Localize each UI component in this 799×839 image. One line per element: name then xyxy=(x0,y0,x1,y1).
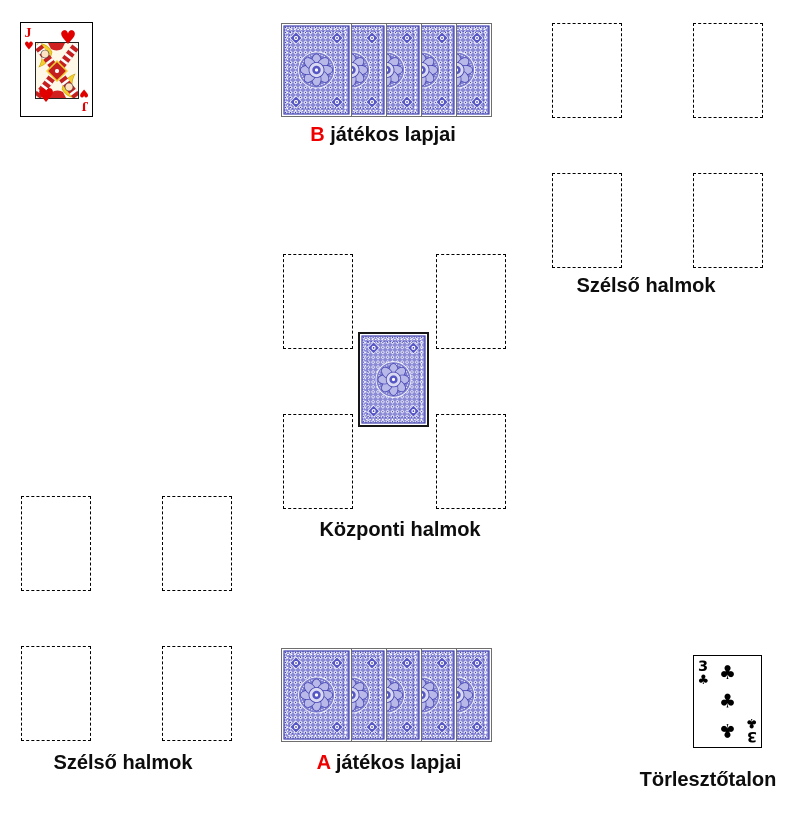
card-three-of-clubs[interactable]: 3 ♣ ♣ ♣ ♣ 3 ♣ xyxy=(693,655,762,748)
three-of-clubs-art: 3 ♣ ♣ ♣ ♣ 3 ♣ xyxy=(698,659,758,744)
player-b-hand[interactable] xyxy=(281,23,493,119)
talon-suit-bottom-right: ♣ xyxy=(746,715,758,730)
central-stock-card-back[interactable] xyxy=(358,332,429,427)
talon-index-bottom-right: 3 ♣ xyxy=(746,715,758,744)
player-a-hand-label: A játékos lapjai xyxy=(289,752,489,775)
talon-suit-top-left: ♣ xyxy=(698,673,710,688)
edge-pile-slot[interactable] xyxy=(552,173,622,268)
central-pile-slot[interactable] xyxy=(283,414,353,509)
player-b-hand-label: B játékos lapjai xyxy=(283,124,483,147)
central-piles-label: Központi halmok xyxy=(319,519,481,541)
player-a-hand[interactable] xyxy=(281,648,493,744)
player-b-letter: B xyxy=(310,124,325,146)
card-jack-of-hearts[interactable]: J ♥ ♥ ♥ J ♥ xyxy=(20,22,93,117)
edge-piles-top-right-label: Szélső halmok xyxy=(576,275,716,297)
jack-suit-bottom-right: ♥ xyxy=(79,87,89,100)
club-pip-top: ♣ xyxy=(719,662,736,684)
card-back[interactable] xyxy=(281,648,352,742)
player-b-label-text: játékos lapjai xyxy=(324,124,456,146)
jack-rank-top-left: J xyxy=(25,26,32,41)
edge-pile-slot[interactable] xyxy=(693,173,763,268)
jack-of-hearts-art: J ♥ ♥ ♥ J ♥ xyxy=(24,26,89,114)
jack-suit-top-right: ♥ xyxy=(59,27,76,49)
talon-label: Törlesztőtalon xyxy=(639,769,777,791)
card-back-pattern xyxy=(361,335,426,424)
jack-suit-bottom-left: ♥ xyxy=(37,85,54,107)
edge-pile-slot[interactable] xyxy=(552,23,622,118)
talon-rank-top-left: 3 xyxy=(698,659,708,675)
jack-rank-bottom-right: J xyxy=(82,98,89,113)
player-a-letter: A xyxy=(316,752,331,774)
jack-index-bottom-right: J ♥ xyxy=(79,87,89,114)
edge-pile-slot[interactable] xyxy=(21,646,91,741)
player-a-label-text: játékos lapjai xyxy=(330,752,462,774)
jack-suit-top-left: ♥ xyxy=(24,40,34,53)
club-pip-middle: ♣ xyxy=(719,691,736,713)
central-pile-slot[interactable] xyxy=(283,254,353,349)
club-pip-bottom-inverted: ♣ xyxy=(719,719,736,741)
edge-pile-slot[interactable] xyxy=(162,496,232,591)
jack-portrait-art xyxy=(36,43,78,98)
edge-pile-slot[interactable] xyxy=(162,646,232,741)
card-back-pattern xyxy=(283,650,350,740)
central-pile-slot[interactable] xyxy=(436,254,506,349)
card-back-pattern xyxy=(283,25,350,115)
card-back[interactable] xyxy=(281,23,352,117)
central-pile-slot[interactable] xyxy=(436,414,506,509)
talon-rank-bottom-right: 3 xyxy=(747,728,757,744)
edge-pile-slot[interactable] xyxy=(21,496,91,591)
edge-pile-slot[interactable] xyxy=(693,23,763,118)
edge-piles-bottom-left-label: Szélső halmok xyxy=(53,752,193,774)
